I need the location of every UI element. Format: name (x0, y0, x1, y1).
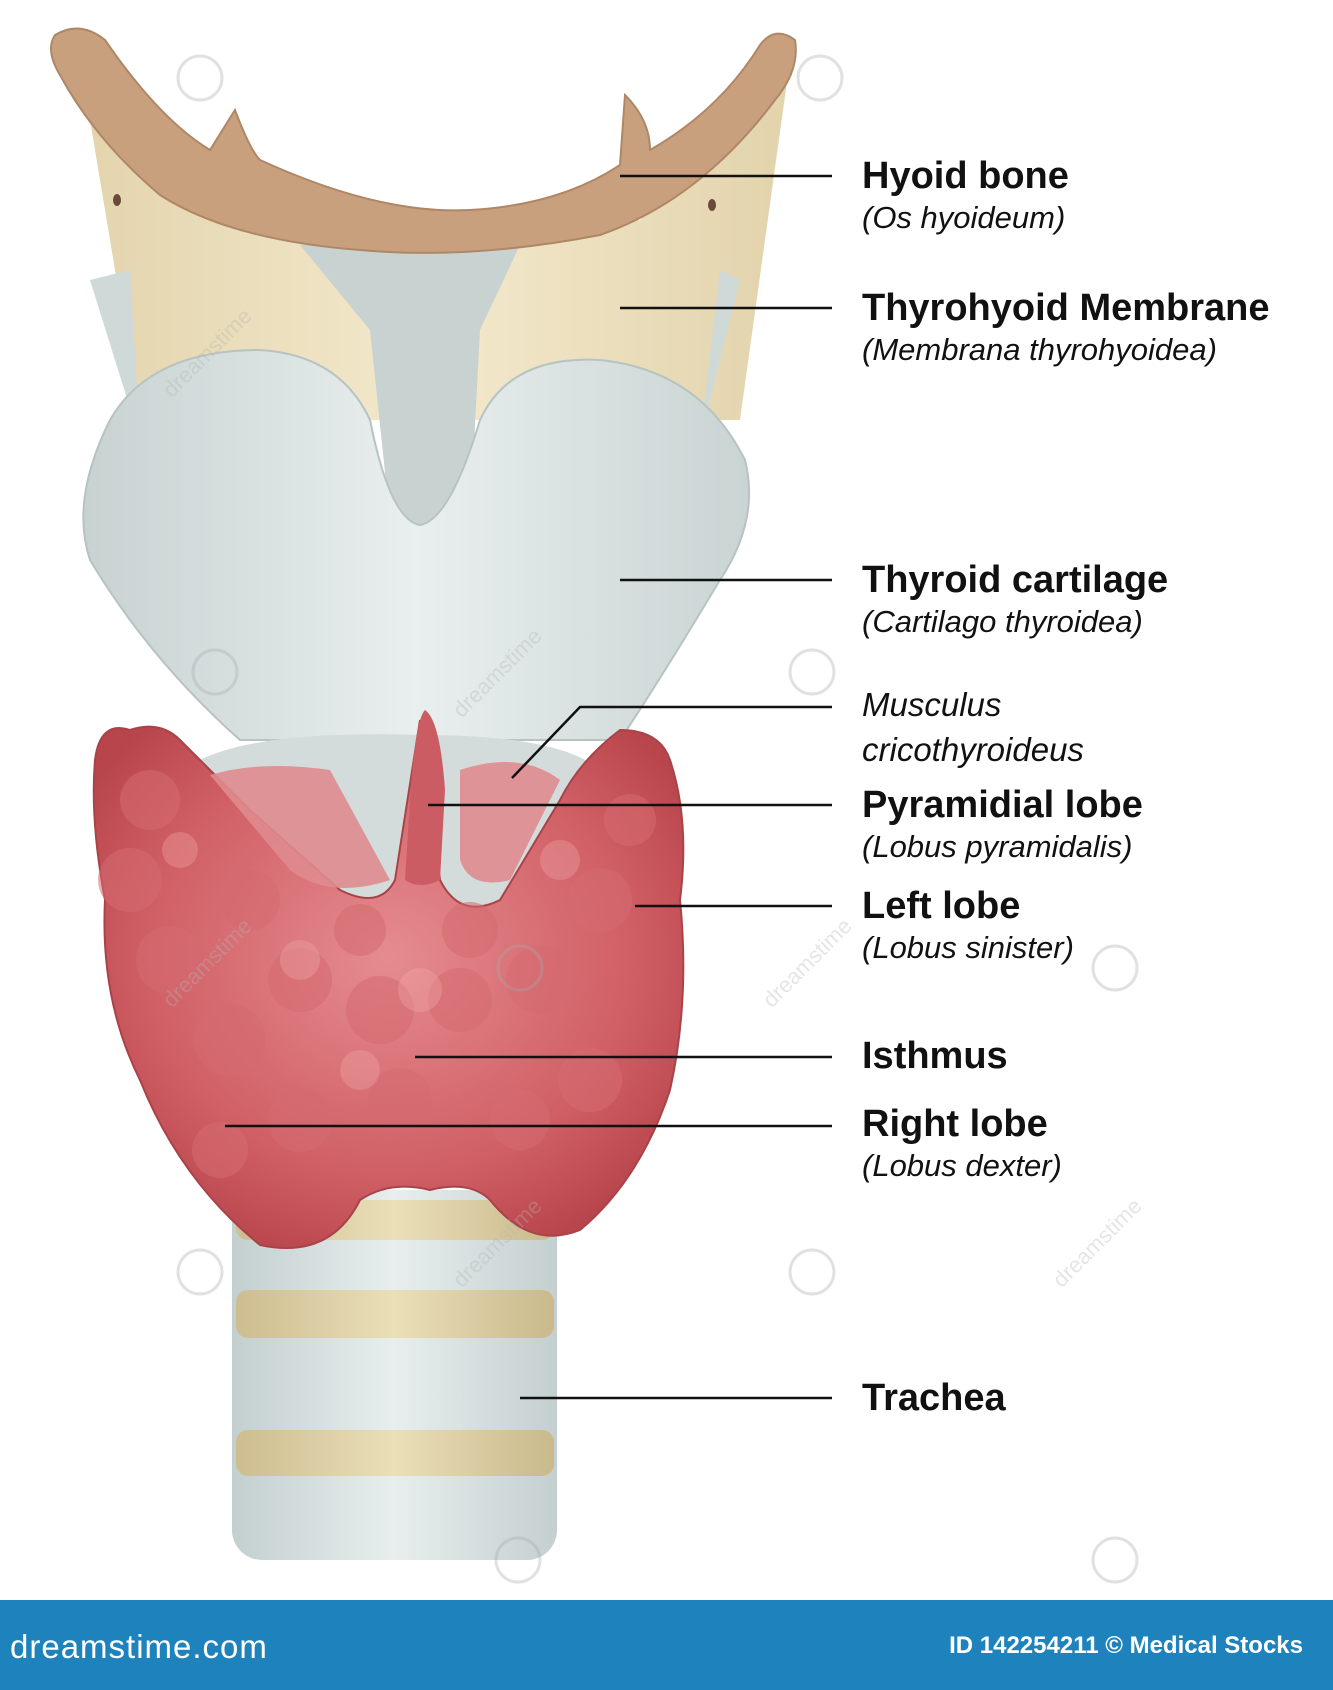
label-main: Thyrohyoid Membrane (862, 287, 1270, 329)
footer-bar: dreamstime.com ID 142254211 © Medical St… (0, 1600, 1333, 1690)
label-main: Hyoid bone (862, 155, 1069, 197)
thyroid-cartilage (82, 348, 751, 741)
label-right-lobe: Right lobe (Lobus dexter) (862, 1102, 1062, 1186)
label-latin: (Lobus pyramidalis) (862, 829, 1133, 864)
label-latin: (Membrana thyrohyoidea) (862, 332, 1217, 367)
brand-logo-text[interactable]: dreamstime.com (10, 1628, 268, 1665)
label-pyramidal-lobe: Pyramidial lobe (Lobus pyramidalis) (862, 783, 1143, 867)
label-isthmus: Isthmus (862, 1034, 1008, 1078)
label-left-lobe: Left lobe (Lobus sinister) (862, 884, 1074, 968)
leader-cricothyroid (511, 705, 832, 779)
stock-id: ID 142254211 © Medical Stocks (949, 1632, 1303, 1659)
thyrohyoid-membrane (80, 60, 790, 420)
label-main: Thyroid cartilage (862, 559, 1169, 601)
label-main: Left lobe (862, 885, 1021, 927)
pyramidal-lobe-shape (405, 710, 445, 885)
hyoid-bone (50, 27, 797, 254)
label-main: Isthmus (862, 1035, 1008, 1077)
label-line-2: cricothyroideus (862, 731, 1084, 768)
label-cricothyroid-muscle: Musculus cricothyroideus (862, 682, 1084, 772)
label-latin: (Lobus sinister) (862, 930, 1074, 965)
label-thyroid-cartilage: Thyroid cartilage (Cartilago thyroidea) (862, 558, 1168, 642)
cricothyroid-muscle (210, 766, 390, 888)
label-latin: (Cartilago thyroidea) (862, 604, 1143, 639)
watermark-logos (176, 54, 1139, 1584)
label-main: Right lobe (862, 1103, 1048, 1145)
label-line-1: Musculus (862, 686, 1002, 723)
median-thyrohyoid-ligament (300, 245, 520, 530)
thyroid-gland (92, 710, 685, 1249)
label-latin: (Lobus dexter) (862, 1148, 1062, 1183)
label-thyrohyoid-membrane: Thyrohyoid Membrane (Membrana thyrohyoid… (862, 286, 1270, 370)
label-latin: (Os hyoideum) (862, 200, 1066, 235)
label-hyoid-bone: Hyoid bone (Os hyoideum) (862, 154, 1069, 238)
label-trachea: Trachea (862, 1376, 1006, 1420)
label-main: Trachea (862, 1377, 1006, 1419)
label-main: Pyramidial lobe (862, 784, 1143, 826)
leader-lines (225, 174, 832, 1400)
